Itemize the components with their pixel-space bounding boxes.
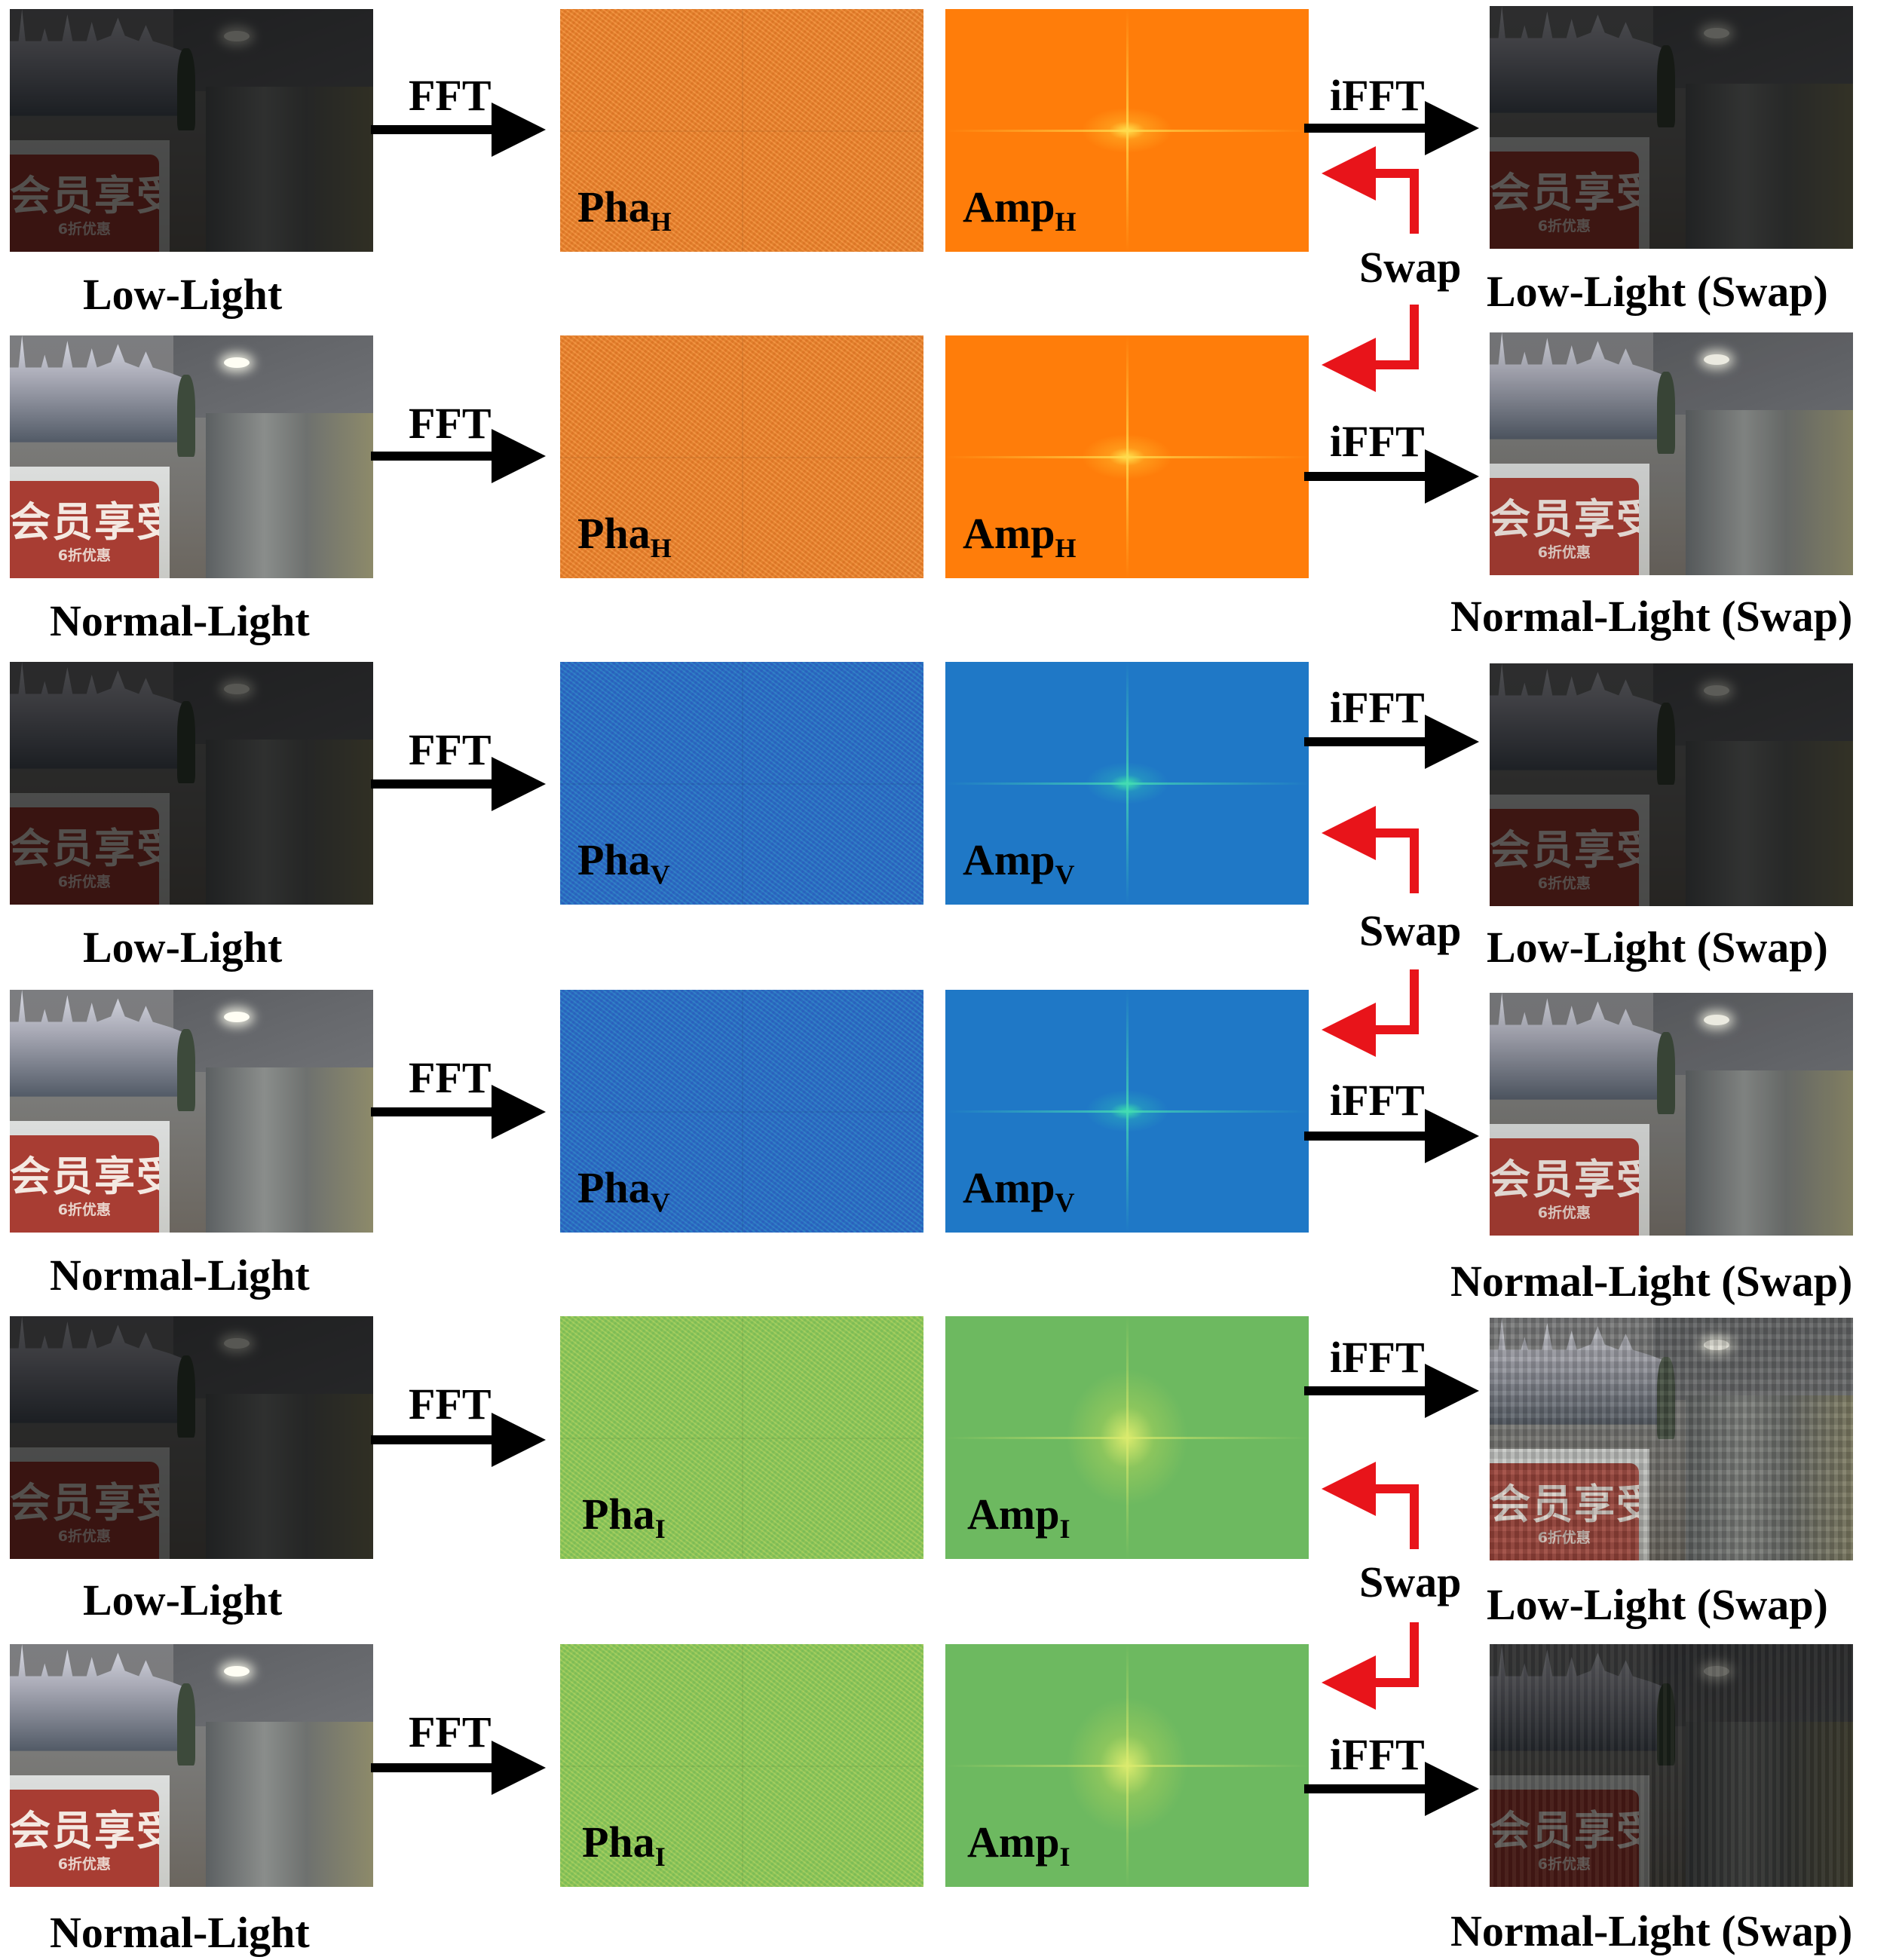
swap-label: Swap [1359,1557,1462,1606]
amplitude-label-h: AmpH [963,182,1077,237]
row-h-normal: 会员享受 6折优惠 Normal-Light FFT PhaH AmpH iFF… [0,328,1899,643]
ifft-arrows [1304,101,1479,1816]
ifft-label: iFFT [1330,71,1425,120]
phase-spectrum-v [560,662,923,905]
normal-light-image: 会员享受 6折优惠 [10,990,373,1233]
normal-light-caption: Normal-Light [50,1251,310,1300]
amplitude-spectrum-i [945,1316,1309,1559]
amplitude-label-v: AmpV [963,835,1075,890]
sign-text: 会员享受 [1490,1155,1639,1203]
sign-subtext: 6折优惠 [1537,544,1591,561]
fft-label: FFT [409,725,492,774]
swap-arrow-up [1322,1462,1419,1549]
phase-spectrum-i [560,1644,923,1887]
normal-light-image: 会员享受 6折优惠 [10,335,373,578]
normal-light-swap-caption: Normal-Light (Swap) [1450,1257,1853,1306]
amplitude-spectrum-v [945,990,1309,1233]
normal-light-swap-image: 会员享受 6折优惠 [1490,332,1853,575]
fft-label: FFT [409,1707,492,1756]
fft-label: FFT [409,1380,492,1429]
low-light-swap-caption: Low-Light (Swap) [1487,1580,1828,1629]
sign-text: 会员享受 [10,1806,159,1854]
normal-light-swap-image: 会员享受 6折优惠 [1490,1644,1853,1887]
amplitude-label-h: AmpH [963,509,1077,563]
sign-subtext: 6折优惠 [57,1201,111,1218]
normal-light-caption: Normal-Light [50,596,310,645]
low-light-caption: Low-Light [83,1576,283,1625]
fft-label: FFT [409,1053,492,1102]
normal-light-swap-caption: Normal-Light (Swap) [1450,1906,1853,1955]
ifft-label: iFFT [1330,417,1425,466]
fft-arrows [371,103,546,1795]
sign-subtext: 6折优惠 [1537,1204,1591,1221]
swap-arrow-up [1322,806,1419,893]
sign-subtext: 6折优惠 [57,1855,111,1873]
low-light-caption: Low-Light [83,923,283,972]
normal-light-swap-caption: Normal-Light (Swap) [1450,592,1853,641]
sign-text: 会员享受 [1490,495,1639,543]
sign-text: 会员享受 [1490,1471,1639,1530]
fft-label: FFT [409,71,492,120]
ifft-label: iFFT [1330,1730,1425,1779]
low-light-swap-image: 会员享受 6折优惠 [1490,1318,1853,1560]
ifft-label: iFFT [1330,683,1425,732]
phase-label-h: PhaH [577,509,672,563]
ifft-label: iFFT [1330,1076,1425,1125]
low-light-swap-image: 会员享受 6折优惠 [1490,6,1853,249]
swap-arrows [1322,146,1419,1710]
phase-spectrum-v [560,990,923,1233]
amplitude-label-v: AmpV [963,1163,1075,1217]
normal-light-swap-image: 会员享受 6折优惠 [1490,993,1853,1236]
amplitude-spectrum-i [945,1644,1309,1887]
low-light-image: 会员享受 6折优惠 [10,1316,373,1559]
phase-label-i: PhaI [582,1818,666,1872]
amplitude-label-i: AmpI [967,1490,1070,1544]
amplitude-spectrum-v [945,662,1309,905]
low-light-swap-caption: Low-Light (Swap) [1487,267,1828,316]
phase-label-v: PhaV [577,835,670,890]
phase-label-i: PhaI [582,1490,666,1544]
sign-subtext: 6折优惠 [57,547,111,564]
amplitude-spectrum-h [945,9,1309,252]
ifft-label: iFFT [1330,1333,1425,1382]
low-light-swap-caption: Low-Light (Swap) [1487,923,1828,972]
amplitude-spectrum-h [945,335,1309,578]
low-light-swap-image: 会员享受 6折优惠 [1490,663,1853,906]
row-v-low: 会员享受 6折优惠 Low-Light FFT PhaV AmpV iFFT 会… [0,656,1899,969]
row-h-low: 会员享受 6折优惠 Low-Light FFT PhaH AmpH iFFT 会… [0,0,1899,317]
sign-subtext: 6折优惠 [1490,1527,1639,1547]
amplitude-label-i: AmpI [967,1818,1070,1872]
phase-spectrum-i [560,1316,923,1559]
normal-light-image: 会员享受 6折优惠 [10,1644,373,1887]
sign-text: 会员享受 [10,498,159,546]
swap-label: Swap [1359,243,1462,292]
swap-arrow-down [1322,1622,1419,1710]
row-i-normal: 会员享受 6折优惠 Normal-Light FFT PhaI AmpI iFF… [0,1640,1899,1955]
phase-spectrum-h [560,9,923,252]
swap-arrow-down [1322,969,1419,1057]
fft-label: FFT [409,399,492,448]
phase-label-v: PhaV [577,1163,670,1217]
swap-label: Swap [1359,906,1462,955]
low-light-image: 会员享受 6折优惠 [10,662,373,905]
low-light-image: 会员享受 6折优惠 [10,9,373,252]
phase-spectrum-h [560,335,923,578]
swap-arrow-down [1322,305,1419,392]
sign-text: 会员享受 [10,1152,159,1200]
low-light-caption: Low-Light [83,270,283,319]
row-v-normal: 会员享受 6折优惠 Normal-Light FFT PhaV AmpV iFF… [0,984,1899,1303]
row-i-low: 会员享受 6折优惠 Low-Light FFT PhaI AmpI iFFT 会… [0,1312,1899,1627]
swap-arrow-up [1322,146,1419,234]
phase-label-h: PhaH [577,182,672,237]
normal-light-caption: Normal-Light [50,1908,310,1957]
